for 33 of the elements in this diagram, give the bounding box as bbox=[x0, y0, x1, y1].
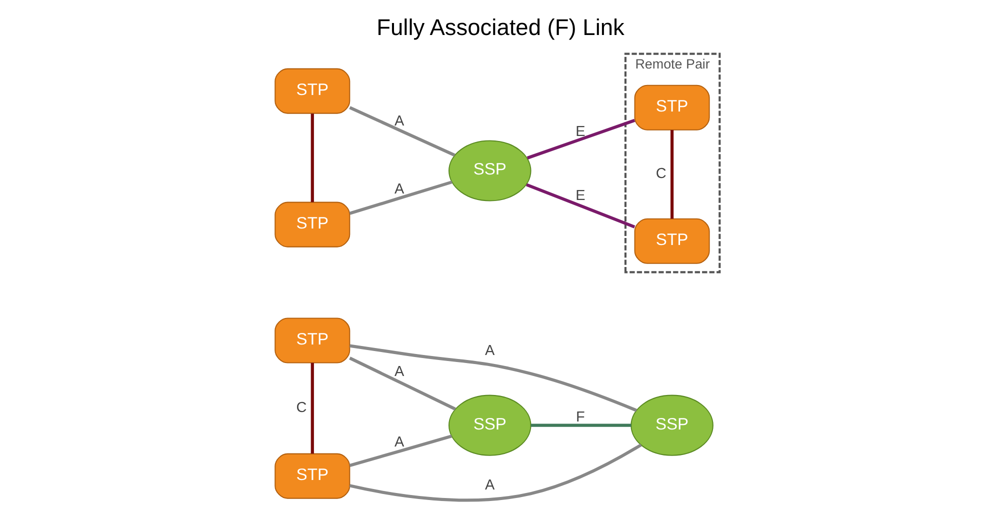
diagram-title: Fully Associated (F) Link bbox=[376, 14, 624, 40]
node-box: STP bbox=[274, 202, 350, 248]
node-box: STP bbox=[634, 218, 710, 264]
connector bbox=[348, 434, 452, 468]
node-box: STP bbox=[634, 84, 710, 130]
edge-label: A bbox=[394, 182, 404, 198]
connector bbox=[349, 344, 637, 412]
node-box: STP bbox=[274, 68, 350, 114]
edge-label: A bbox=[394, 434, 404, 450]
node-box: STP bbox=[274, 318, 350, 364]
edge-label: A bbox=[484, 343, 494, 360]
connector bbox=[530, 424, 631, 427]
edge-label: A bbox=[394, 364, 404, 380]
node-ellipse: SSP bbox=[448, 394, 531, 456]
edge-label: E bbox=[575, 188, 585, 204]
node-box: STP bbox=[274, 453, 350, 499]
edge-label: A bbox=[484, 478, 494, 494]
edge-label: C bbox=[655, 166, 666, 182]
connector bbox=[670, 130, 674, 219]
connector bbox=[348, 180, 452, 215]
connector bbox=[525, 183, 635, 228]
node-ellipse: SSP bbox=[448, 140, 531, 202]
edge-label: A bbox=[394, 113, 404, 130]
connector bbox=[310, 362, 314, 454]
node-ellipse: SSP bbox=[630, 394, 713, 456]
edge-label: C bbox=[296, 400, 306, 416]
connector bbox=[348, 356, 456, 410]
connector bbox=[526, 118, 635, 160]
connector bbox=[348, 444, 642, 502]
connector bbox=[348, 106, 455, 157]
edge-label: F bbox=[576, 409, 584, 426]
connector bbox=[310, 114, 314, 202]
edge-label: E bbox=[575, 124, 585, 140]
